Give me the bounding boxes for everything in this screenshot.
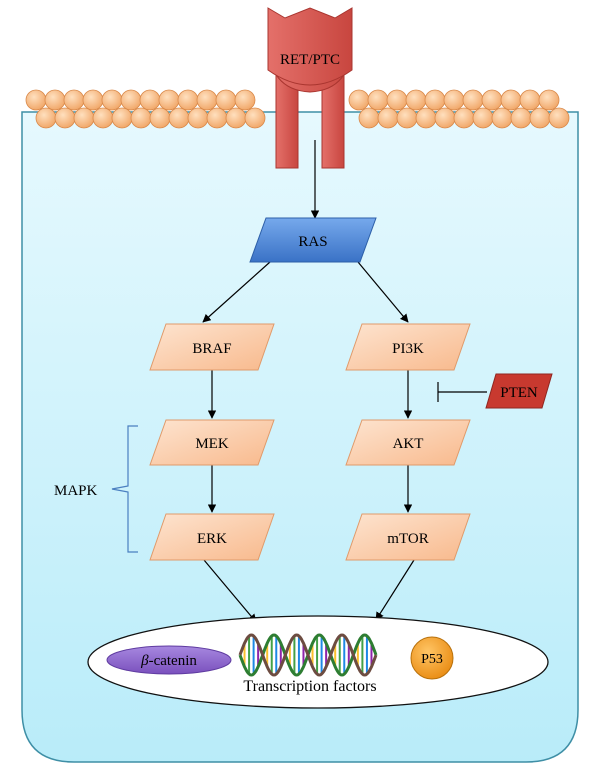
lipid-bead xyxy=(206,107,228,129)
lipid-bead xyxy=(348,89,370,111)
pi3k-label: PI3K xyxy=(392,341,424,357)
ret-ptc-receptor: RET/PTC xyxy=(267,7,353,169)
lipid-bead xyxy=(481,89,503,111)
lipid-bead xyxy=(215,89,237,111)
lipid-bead xyxy=(139,89,161,111)
ras-node: RAS xyxy=(249,217,377,263)
lipid-bead xyxy=(472,107,494,129)
lipid-bead xyxy=(529,107,551,129)
lipid-bead xyxy=(434,107,456,129)
beta-catenin-label: -catenin xyxy=(149,653,198,669)
p53-label: P53 xyxy=(421,652,443,667)
dna-strand xyxy=(238,633,378,677)
lipid-bead xyxy=(101,89,123,111)
svg-text:β-catenin: β-catenin xyxy=(140,653,197,669)
lipid-bead xyxy=(244,107,266,129)
lipid-bead xyxy=(54,107,76,129)
mek-label: MEK xyxy=(195,436,229,452)
lipid-bead xyxy=(548,107,570,129)
lipid-bead xyxy=(44,89,66,111)
mek-node: MEK xyxy=(149,419,275,466)
akt-node: AKT xyxy=(345,419,471,466)
lipid-bead xyxy=(177,89,199,111)
lipid-bead xyxy=(120,89,142,111)
pi3k-node: PI3K xyxy=(345,323,471,371)
lipid-bead xyxy=(386,89,408,111)
lipid-bead xyxy=(25,89,47,111)
arrows xyxy=(202,140,487,623)
beta-catenin: β-catenin xyxy=(106,645,232,675)
arrow-ras-braf xyxy=(202,261,271,323)
transcription-factors-caption: Transcription factors xyxy=(243,678,376,695)
lipid-bead xyxy=(415,107,437,129)
beta-symbol: β xyxy=(140,653,149,669)
lipid-bead xyxy=(234,89,256,111)
akt-label: AKT xyxy=(393,436,424,452)
lipid-bead xyxy=(130,107,152,129)
nucleus: β-catenin P53 Transcription factors xyxy=(87,615,549,709)
lipid-bead xyxy=(443,89,465,111)
ret-ptc-label: RET/PTC xyxy=(280,52,340,68)
lipid-bead xyxy=(35,107,57,129)
lipid-bead xyxy=(168,107,190,129)
lipid-bilayer xyxy=(25,89,570,129)
lipid-bead xyxy=(491,107,513,129)
arrow-erk-nucleus xyxy=(203,559,257,623)
mapk-brace: MAPK xyxy=(54,425,138,553)
lipid-bead xyxy=(405,89,427,111)
mtor-node: mTOR xyxy=(345,513,471,561)
erk-label: ERK xyxy=(197,531,227,547)
lipid-bead xyxy=(225,107,247,129)
lipid-bead xyxy=(367,89,389,111)
lipid-bead xyxy=(519,89,541,111)
lipid-bead xyxy=(111,107,133,129)
ras-label: RAS xyxy=(298,234,327,250)
lipid-bead xyxy=(377,107,399,129)
lipid-bead xyxy=(358,107,380,129)
cell-membrane-body xyxy=(21,111,579,763)
lipid-bead xyxy=(453,107,475,129)
lipid-bead xyxy=(196,89,218,111)
pten-node: PTEN xyxy=(485,373,553,409)
lipid-bead xyxy=(424,89,446,111)
lipid-bead xyxy=(63,89,85,111)
lipid-bead xyxy=(462,89,484,111)
arrow-mtor-nucleus xyxy=(375,559,415,621)
braf-label: BRAF xyxy=(192,341,231,357)
dna-helix-icon xyxy=(238,633,378,677)
lipid-bead xyxy=(538,89,560,111)
p53: P53 xyxy=(410,636,454,680)
lipid-bead xyxy=(149,107,171,129)
lipid-bead xyxy=(396,107,418,129)
mapk-label: MAPK xyxy=(54,483,98,499)
lipid-bead xyxy=(73,107,95,129)
lipid-bead xyxy=(500,89,522,111)
lipid-bead xyxy=(158,89,180,111)
erk-node: ERK xyxy=(149,513,275,561)
lipid-bead xyxy=(510,107,532,129)
braf-node: BRAF xyxy=(149,323,275,371)
mtor-label: mTOR xyxy=(387,531,428,547)
pten-label: PTEN xyxy=(500,385,538,401)
lipid-bead xyxy=(92,107,114,129)
arrow-ras-pi3k xyxy=(357,261,409,323)
lipid-bead xyxy=(82,89,104,111)
lipid-bead xyxy=(187,107,209,129)
